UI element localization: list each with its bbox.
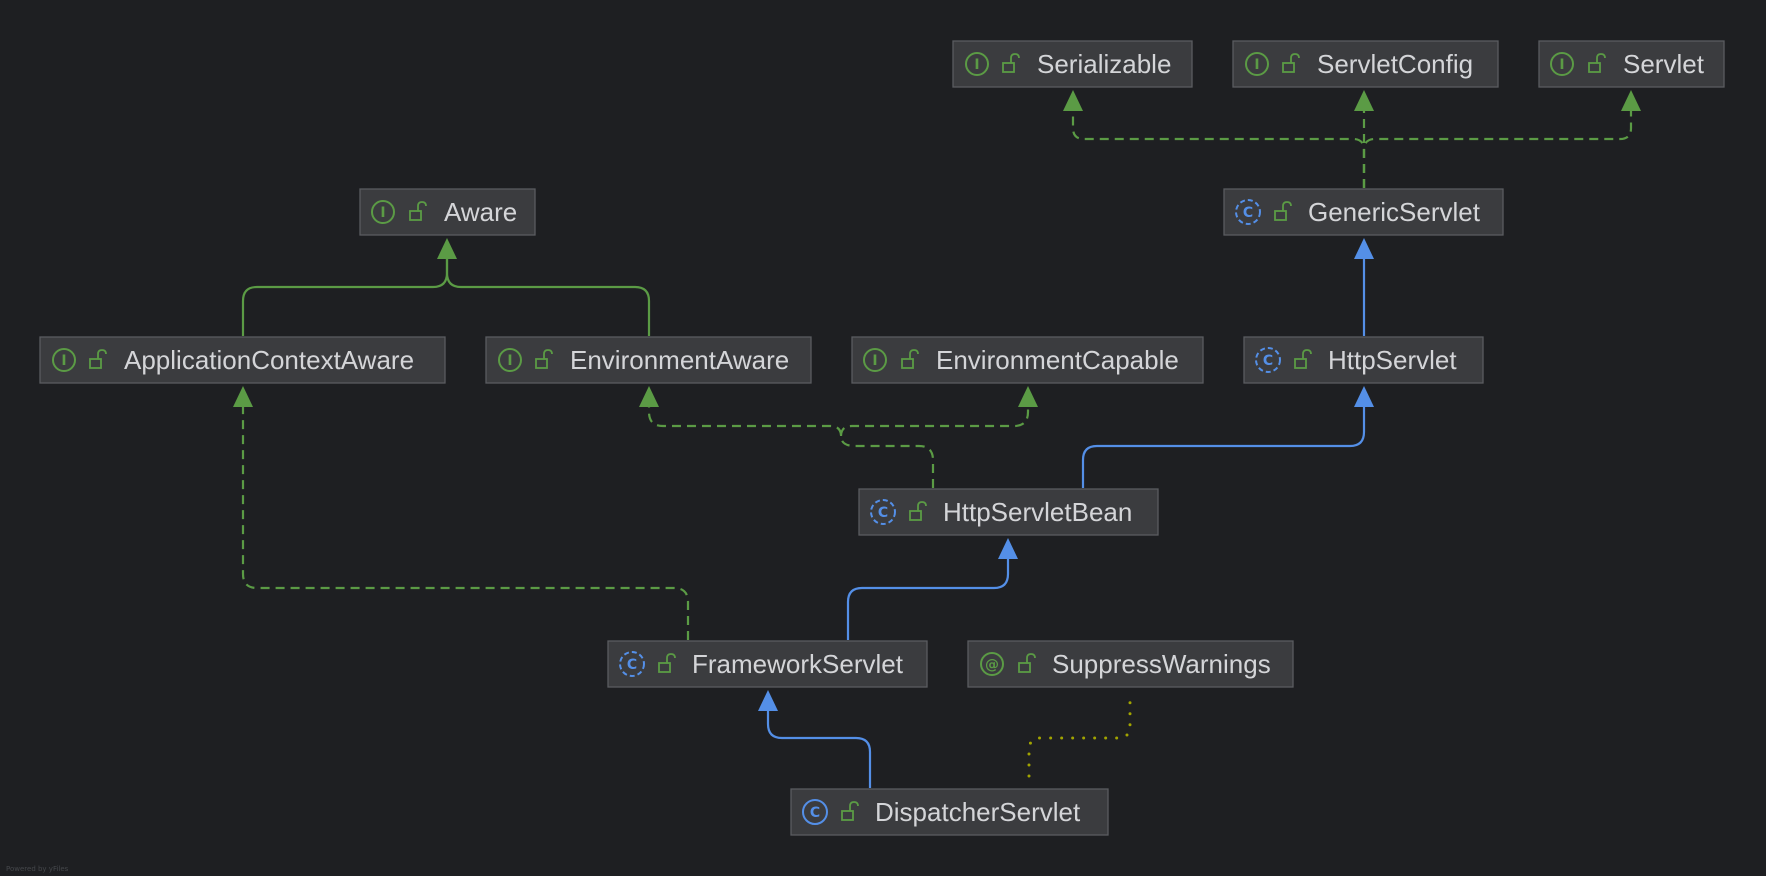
abstract-class-icon: C: [619, 651, 645, 677]
edge-environmentaware-aware: [445, 257, 651, 336]
node-dispatcherservlet[interactable]: C DispatcherServlet: [790, 788, 1109, 836]
arrowhead-aware: [437, 238, 457, 259]
annotation-icon: @: [980, 652, 1004, 676]
svg-text:I: I: [974, 57, 979, 73]
node-label: EnvironmentCapable: [936, 345, 1179, 375]
edge-frameworkservlet-applicationcontextaware: [241, 405, 690, 640]
arrowhead-environmentcapable: [1018, 386, 1038, 407]
edge-layer: [233, 90, 1641, 788]
node-label: Aware: [444, 197, 517, 227]
edge-genericservlet-servlet: [1362, 108, 1633, 188]
node-genericservlet[interactable]: C GenericServlet: [1223, 188, 1504, 236]
node-applicationcontextaware[interactable]: I ApplicationContextAware: [39, 336, 446, 384]
unlock-icon: [1588, 53, 1606, 73]
unlock-icon: [901, 349, 919, 369]
node-httpservletbean[interactable]: C HttpServletBean: [858, 488, 1159, 536]
svg-text:C: C: [878, 505, 888, 521]
unlock-icon: [409, 201, 427, 221]
arrowhead-environmentaware: [639, 386, 659, 407]
abstract-class-icon: C: [1235, 199, 1261, 225]
arrowhead-servlet: [1621, 90, 1641, 111]
interface-icon: I: [1245, 52, 1269, 76]
unlock-icon: [909, 501, 927, 521]
svg-text:I: I: [872, 353, 877, 369]
svg-text:I: I: [1254, 57, 1259, 73]
svg-text:I: I: [380, 205, 385, 221]
unlock-icon: [535, 349, 553, 369]
svg-text:@: @: [985, 657, 999, 673]
arrowhead-servletconfig: [1354, 90, 1374, 111]
arrowhead-httpservletbean: [998, 538, 1018, 559]
arrowhead-frameworkservlet: [758, 690, 778, 711]
node-servletconfig[interactable]: I ServletConfig: [1232, 40, 1499, 88]
svg-text:C: C: [1243, 205, 1253, 221]
node-serializable[interactable]: I Serializable: [952, 40, 1193, 88]
interface-icon: I: [371, 200, 395, 224]
interface-icon: I: [965, 52, 989, 76]
edge-httpservletbean-httpservlet: [1081, 405, 1366, 488]
class-icon: C: [802, 799, 828, 825]
svg-text:I: I: [61, 353, 66, 369]
interface-icon: I: [52, 348, 76, 372]
abstract-class-icon: C: [870, 499, 896, 525]
unlock-icon: [1002, 53, 1020, 73]
node-label: HttpServletBean: [943, 497, 1132, 527]
unlock-icon: [1282, 53, 1300, 73]
edge-genericservlet-serializable: [1071, 108, 1366, 188]
node-label: ApplicationContextAware: [124, 345, 414, 375]
abstract-class-icon: C: [1255, 347, 1281, 373]
edge-frameworkservlet-httpservletbean: [846, 557, 1010, 640]
svg-text:I: I: [1559, 57, 1564, 73]
arrowhead-genericservlet: [1354, 238, 1374, 259]
edge-dispatcherservlet-frameworkservlet: [766, 709, 872, 788]
node-label: FrameworkServlet: [692, 649, 904, 679]
node-label: SuppressWarnings: [1052, 649, 1271, 679]
node-label: HttpServlet: [1328, 345, 1457, 375]
node-label: GenericServlet: [1308, 197, 1481, 227]
unlock-icon: [1294, 349, 1312, 369]
node-suppresswarnings[interactable]: @ SuppressWarnings: [967, 640, 1294, 688]
unlock-icon: [841, 801, 859, 821]
node-layer: I Serializable I ServletConfig: [39, 40, 1725, 836]
node-label: EnvironmentAware: [570, 345, 789, 375]
edge-httpservletbean-environmentaware: [647, 405, 935, 488]
edge-applicationcontextaware-aware: [241, 257, 449, 336]
node-label: DispatcherServlet: [875, 797, 1081, 827]
node-environmentaware[interactable]: I EnvironmentAware: [485, 336, 812, 384]
svg-text:C: C: [1263, 353, 1273, 369]
node-environmentcapable[interactable]: I EnvironmentCapable: [851, 336, 1204, 384]
node-label: Serializable: [1037, 49, 1171, 79]
arrowhead-serializable: [1063, 90, 1083, 111]
arrowhead-applicationcontextaware: [233, 386, 253, 407]
interface-icon: I: [1550, 52, 1574, 76]
interface-icon: I: [498, 348, 522, 372]
unlock-icon: [658, 653, 676, 673]
svg-text:I: I: [507, 353, 512, 369]
unlock-icon: [1018, 653, 1036, 673]
unlock-icon: [1274, 201, 1292, 221]
svg-text:C: C: [810, 805, 820, 821]
unlock-icon: [89, 349, 107, 369]
footer-credit: Powered by yFiles: [6, 865, 69, 873]
node-frameworkservlet[interactable]: C FrameworkServlet: [607, 640, 928, 688]
interface-icon: I: [863, 348, 887, 372]
edge-dispatcherservlet-suppresswarnings: [1027, 696, 1132, 778]
svg-text:C: C: [627, 657, 637, 673]
node-label: ServletConfig: [1317, 49, 1473, 79]
node-aware[interactable]: I Aware: [359, 188, 536, 236]
node-httpservlet[interactable]: C HttpServlet: [1243, 336, 1484, 384]
arrowhead-httpservlet: [1354, 386, 1374, 407]
node-label: Servlet: [1623, 49, 1705, 79]
edge-httpservletbean-environmentcapable: [839, 405, 1030, 437]
node-servlet[interactable]: I Servlet: [1538, 40, 1725, 88]
